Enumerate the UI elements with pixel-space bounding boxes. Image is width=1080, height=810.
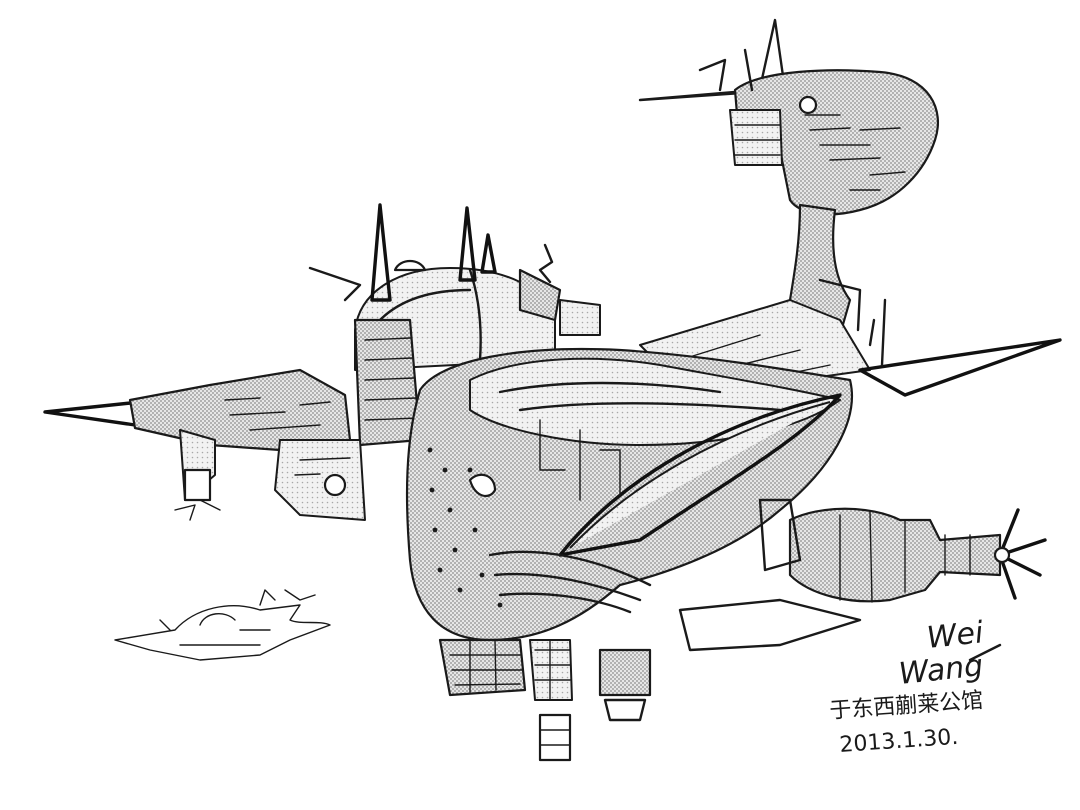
- distant-ship: [114, 589, 331, 661]
- left-boom: [43, 368, 352, 521]
- date: 2013.1.30.: [839, 725, 959, 758]
- signature-flourish: [968, 643, 1002, 662]
- main-hull: [405, 347, 853, 642]
- undercarriage: [438, 598, 862, 762]
- signature-block: Wei Wang 于东西蒯莱公馆 2013.1.30.: [829, 615, 1002, 758]
- left-cabin: [274, 318, 422, 521]
- hull-portholes: [427, 447, 503, 608]
- upper-tower: [638, 18, 940, 337]
- signature-line2: Wang: [897, 648, 985, 692]
- signature-line1: Wei: [925, 615, 985, 656]
- dome: [308, 203, 601, 371]
- engine: [758, 498, 1047, 603]
- caption: 于东西蒯莱公馆: [829, 688, 984, 724]
